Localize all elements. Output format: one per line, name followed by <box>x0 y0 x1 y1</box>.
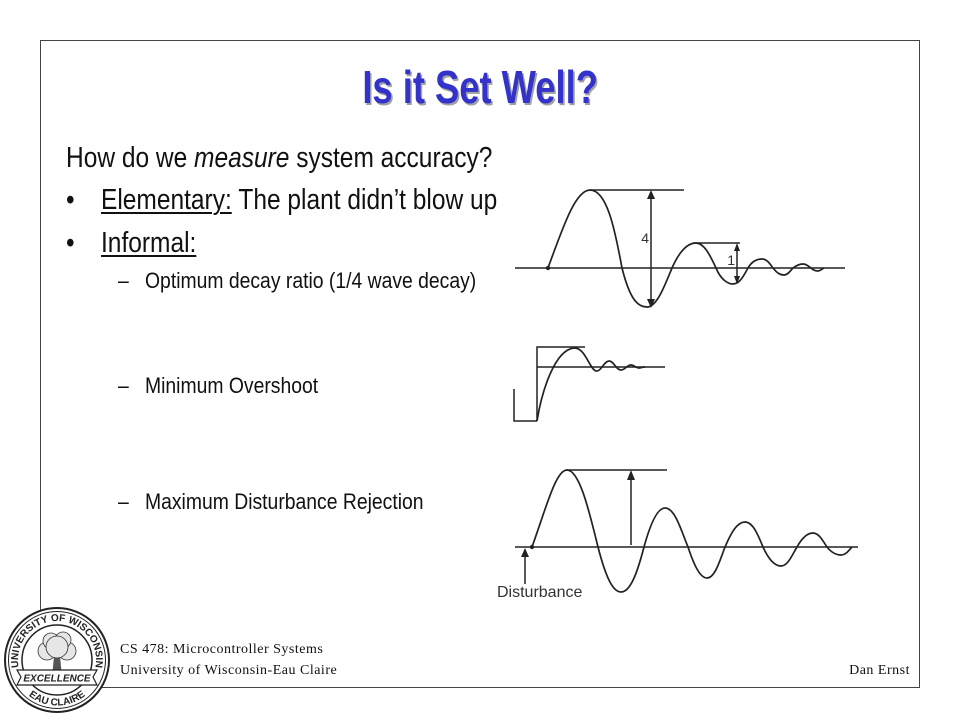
seal-banner-text: EXCELLENCE <box>23 674 91 685</box>
slide-title-text: Is it Set Well? <box>362 61 598 113</box>
slide-frame <box>40 40 920 688</box>
tree-icon <box>37 631 77 672</box>
bullet-marker: • <box>66 184 75 216</box>
sub-item-decay-ratio: Optimum decay ratio (1/4 wave decay) <box>145 268 477 293</box>
sub-item-disturbance: Maximum Disturbance Rejection <box>145 489 424 514</box>
university-seal-logo: UNIVERSITY OF WISCONSIN EAU CLAIRE EXCEL… <box>4 607 110 713</box>
bullet-informal: Informal: <box>101 229 212 258</box>
sub-item-marker: – <box>118 489 129 514</box>
footer-course: CS 478: Microcontroller Systems <box>120 642 324 657</box>
seal-banner: EXCELLENCE <box>15 669 99 686</box>
question-prefix: How do we <box>66 142 195 174</box>
bullet-label: Informal: <box>101 227 197 259</box>
bullet-label: Elementary: <box>101 184 232 216</box>
footer-institution: University of Wisconsin-Eau Claire <box>120 663 338 678</box>
bullet-marker: • <box>66 227 75 259</box>
question-suffix: system accuracy? <box>289 142 493 174</box>
sub-item-min-overshoot: Minimum Overshoot <box>145 373 319 398</box>
question-line: How do we measure system accuracy? <box>66 144 562 173</box>
bullet-elementary: Elementary:The plant didn’t blow up <box>101 186 562 215</box>
slide-title: Is it Set Well? <box>40 64 920 110</box>
question-emphasis: measure <box>194 142 290 174</box>
sub-item-marker: – <box>118 373 129 398</box>
sub-item-marker: – <box>118 268 129 293</box>
bullet-text: The plant didn’t blow up <box>238 184 498 216</box>
footer-author: Dan Ernst <box>849 663 910 678</box>
